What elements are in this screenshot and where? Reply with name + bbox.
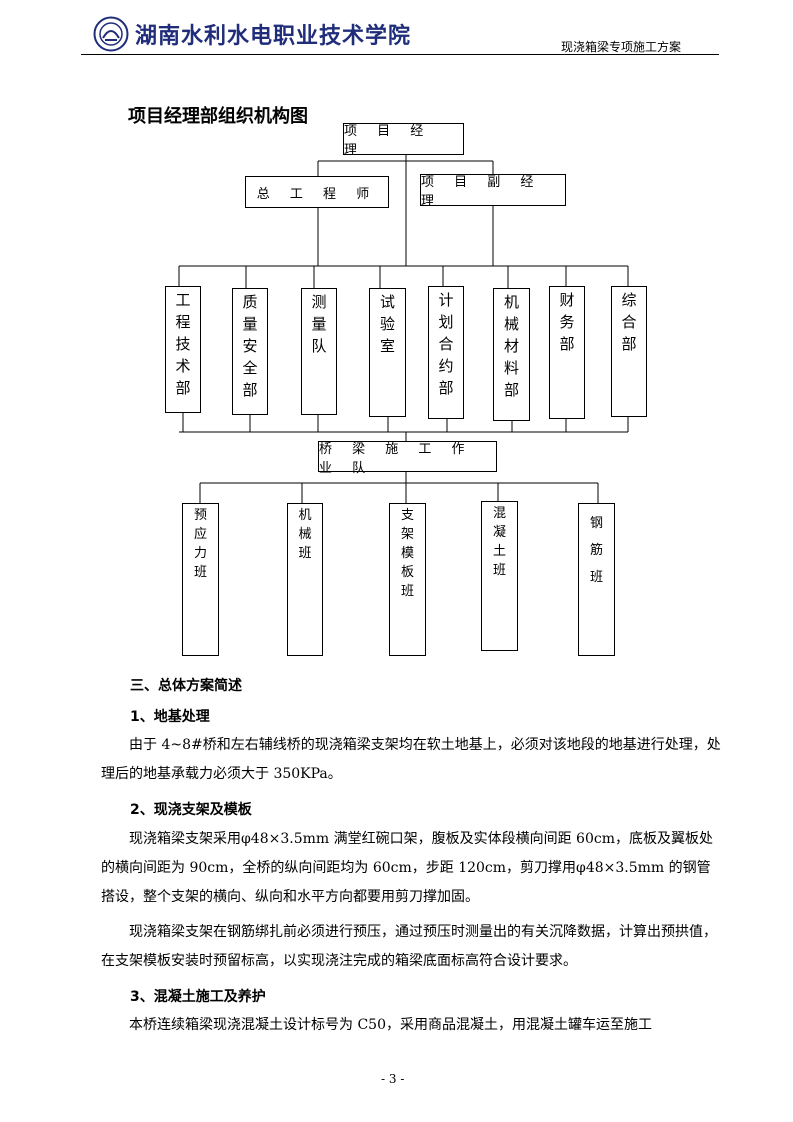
subsection-foundation: 1、地基处理 xyxy=(130,709,210,725)
org-node-prestress-crew: 预应力班 xyxy=(182,503,219,656)
header-divider xyxy=(81,54,719,55)
org-node-bridge-team: 桥 梁 施 工 作 业 队 xyxy=(318,441,497,476)
org-node-quality-safety-dept: 质量安全部 xyxy=(232,288,268,415)
org-node-rebar-crew: 钢筋班 xyxy=(578,503,615,656)
org-node-project-manager: 项 目 经 理 xyxy=(343,123,464,158)
org-node-formwork-crew: 支架模板班 xyxy=(389,503,426,656)
page-number: - 3 - xyxy=(381,1072,405,1086)
org-chart-title: 项目经理部组织机构图 xyxy=(128,106,308,127)
org-node-general-dept: 综合部 xyxy=(611,286,647,417)
org-node-planning-contract-dept: 计划合约部 xyxy=(428,286,464,419)
section-heading: 三、总体方案简述 xyxy=(130,678,242,694)
org-node-machinery-materials-dept: 机械材料部 xyxy=(493,288,530,421)
paragraph-preloading: 现浇箱梁支架在钢筋绑扎前必须进行预压，通过预压时测量出的有关沉降数据，计算出预拱… xyxy=(101,924,717,969)
org-node-survey-team: 测量队 xyxy=(301,288,337,415)
org-node-laboratory: 试验室 xyxy=(369,288,406,417)
school-logo xyxy=(93,16,129,52)
org-node-finance-dept: 财务部 xyxy=(549,286,585,419)
subsection-concrete: 3、混凝土施工及养护 xyxy=(130,989,266,1005)
paragraph-foundation: 由于 4~8#桥和左右辅线桥的现浇箱梁支架均在软土地基上，必须对该地段的地基进行… xyxy=(101,737,721,782)
school-name: 湖南水利水电职业技术学院 xyxy=(135,24,412,49)
logo-emblem-icon xyxy=(93,16,129,52)
org-chart-connectors xyxy=(178,154,629,503)
org-node-concrete-crew: 混凝土班 xyxy=(481,501,518,651)
org-node-deputy-manager: 项 目 副 经 理 xyxy=(420,174,566,209)
paragraph-concrete: 本桥连续箱梁现浇混凝土设计标号为 C50，采用商品混凝土，用混凝土罐车运至施工 xyxy=(129,1017,652,1033)
subsection-support-formwork: 2、现浇支架及模板 xyxy=(130,802,252,818)
org-node-engineering-dept: 工程技术部 xyxy=(165,286,201,413)
document-title: 现浇箱梁专项施工方案 xyxy=(561,40,682,54)
paragraph-support-formwork: 现浇箱梁支架采用φ48×3.5mm 满堂红碗口架，腹板及实体段横向间距 60cm… xyxy=(101,831,713,905)
org-node-machinery-crew: 机械班 xyxy=(287,503,323,656)
org-node-chief-engineer: 总 工 程 师 xyxy=(245,176,389,208)
